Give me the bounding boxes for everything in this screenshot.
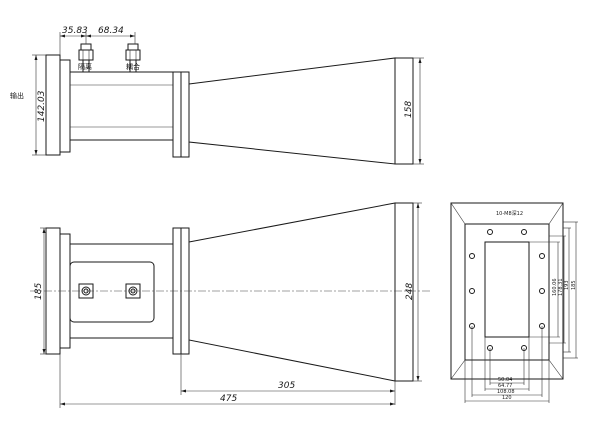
dim-front-mouth-height: 248: [405, 283, 415, 300]
dim-end-v2: 178.31: [558, 279, 564, 297]
end-view: 10-M8深12 160.06 178.31 193 185 50.04: [450, 202, 578, 403]
front-horn: [188, 202, 396, 382]
isolation-label: 隔离: [78, 62, 92, 71]
top-horn: [188, 57, 396, 165]
dim-front-flange-height: 185: [34, 283, 44, 300]
top-coupler-body: [69, 71, 174, 141]
dim-end-d3: 108.08: [497, 389, 515, 395]
end-outer-frame: [450, 202, 564, 380]
end-horizontal-dims: 50.04 64.77 108.08 120: [464, 326, 550, 403]
thread-label: 10-M8深12: [496, 210, 523, 217]
top-horn-mouth: [394, 57, 414, 165]
top-dimension-chain: 35.83 68.34: [59, 26, 136, 55]
dim-total-length: 475: [220, 394, 237, 404]
dim-end-v4: 185: [571, 280, 577, 290]
horn-length-dim: 305: [180, 354, 396, 405]
top-view: 隔离 耦合 输出 35.83 68.34 142.03: [10, 26, 424, 165]
top-left-flange-inner: [59, 59, 71, 153]
dim-end-v1: 160.06: [552, 279, 558, 297]
end-vertical-dims: 160.06 178.31 193 185: [529, 221, 578, 359]
coupling-connector: [125, 43, 141, 73]
dim-flange-height: 142.03: [37, 90, 47, 122]
output-label: 输出: [10, 91, 24, 100]
dim-end-d4: 120: [502, 395, 512, 401]
front-flange-height-dim: 185: [34, 227, 46, 355]
end-inner-frame: [464, 223, 550, 361]
top-right-flange-b: [180, 71, 190, 158]
dim-top-left: 35.83: [62, 26, 88, 36]
total-length-dim: 475: [59, 354, 395, 408]
dim-top-right: 68.34: [98, 26, 124, 36]
front-horn-mouth: [394, 202, 414, 382]
end-aperture: [484, 241, 530, 338]
dim-mouth-height-top: 158: [404, 101, 414, 118]
mouth-height-top-dim: 158: [404, 57, 424, 165]
dim-horn-length: 305: [278, 381, 295, 391]
coupling-label: 耦合: [126, 62, 140, 71]
front-mouth-height-dim: 248: [405, 202, 422, 382]
top-left-flange-outer: [45, 54, 61, 156]
dim-end-d2: 64.77: [498, 383, 512, 389]
dim-end-v3: 193: [564, 280, 570, 290]
front-coupler-plate: [69, 261, 155, 323]
front-view: 185 248 305 475: [30, 202, 430, 408]
flange-height-dim: 142.03: [32, 54, 47, 156]
top-right-flange-a: [172, 71, 182, 158]
dim-end-d1: 50.04: [498, 377, 512, 383]
